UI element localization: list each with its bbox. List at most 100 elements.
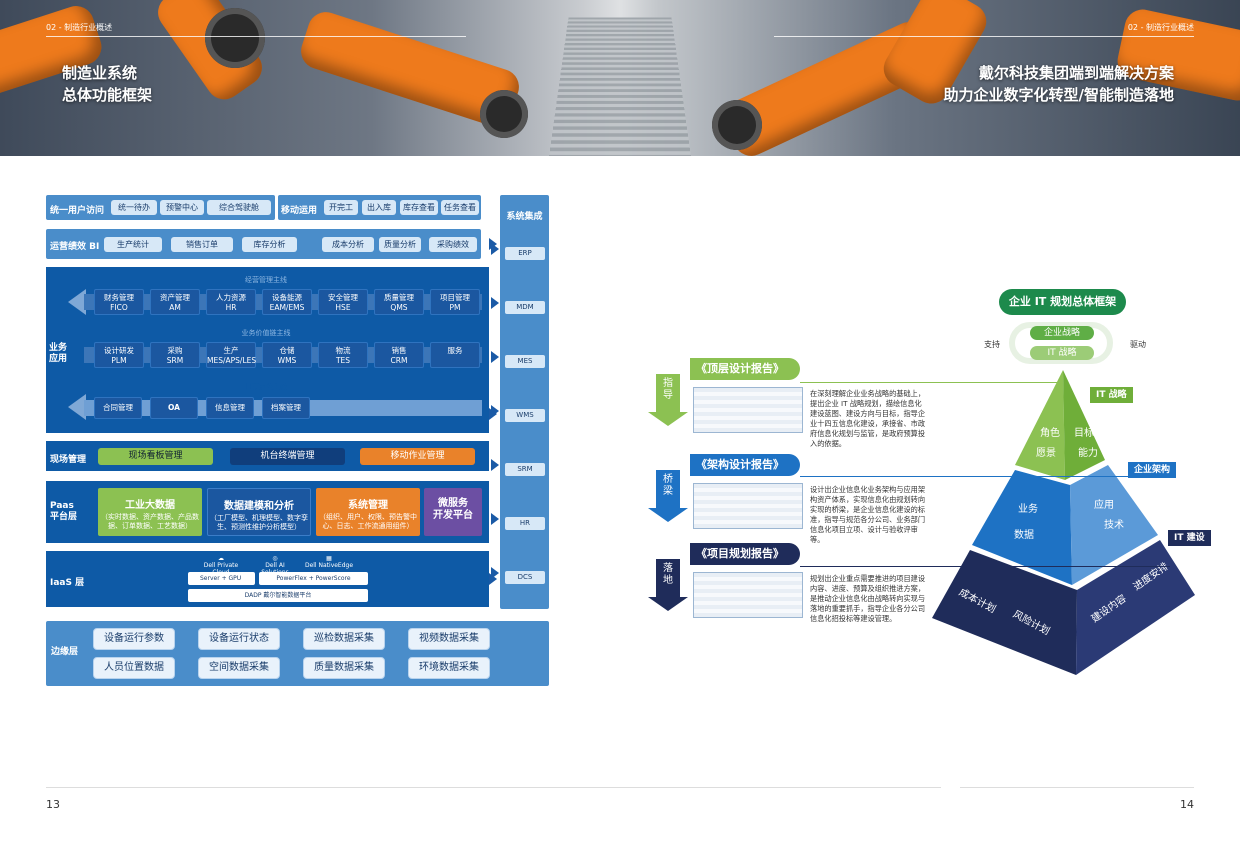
down-arrow-icon: [656, 559, 680, 599]
pyramid-top-left: [1015, 370, 1065, 480]
edge-item: 空间数据采集: [198, 657, 280, 679]
connector-arrow: [491, 567, 499, 579]
paas-modeling: 数据建模和分析 （工厂模型、机理模型、数字孪生、预测性维护分析模型）: [207, 488, 311, 536]
edge-item: 设备运行状态: [198, 628, 280, 650]
down-arrow-icon: [656, 374, 680, 414]
paas-bigdata: 工业大数据 （实时数据、资产数据、产品数据、订单数据、工艺数据）: [98, 488, 202, 536]
connector-arrow: [491, 243, 499, 255]
pyramid-word: 业务: [1018, 504, 1038, 515]
module-name: 项目管理: [440, 293, 470, 302]
right-title-line2: 助力企业数字化转型/智能制造落地: [943, 86, 1174, 104]
paas-label: Paas 平台层: [50, 501, 78, 522]
module-code: TES: [335, 356, 351, 365]
arrow-label: 桥梁: [663, 474, 673, 497]
robot-joint-image: [205, 8, 265, 68]
page-number-left: 13: [46, 798, 60, 811]
left-title-line2: 总体功能框架: [62, 86, 153, 104]
access-item: 统一待办: [111, 200, 157, 215]
edge-item: 环境数据采集: [408, 657, 490, 679]
it-strategy-label: IT 战略: [1030, 346, 1094, 360]
mobile-label: 移动运用: [281, 206, 318, 216]
pyramid-word: 数据: [1014, 530, 1034, 541]
module-info: 信息管理: [206, 397, 254, 419]
pyramid-word: 角色: [1040, 428, 1060, 439]
module-name: 财务管理: [104, 293, 134, 302]
edge-icon: ▦Dell NativeEdge: [304, 555, 354, 569]
lane-title: 经营管理主线: [245, 276, 287, 284]
sys-item: MDM: [505, 301, 545, 314]
module-code: HSE: [335, 303, 351, 312]
business-label: 业务 应用: [49, 343, 68, 364]
arrow-label: 落地: [663, 563, 673, 586]
section-tag-left: 02 - 制造行业概述: [46, 23, 113, 32]
report-screenshot-image: [693, 387, 803, 433]
pyramid-word: 目标: [1074, 428, 1094, 439]
bi-item: 采购绩效: [429, 237, 477, 252]
sys-column: [500, 195, 549, 609]
paas-sub: （组织、用户、权限、预告警中心、日志、工作流通用组件）: [319, 513, 417, 530]
module-code: PM: [449, 303, 461, 312]
section-tag-right: 02 - 制造行业概述: [1127, 23, 1194, 32]
module-name: 服务: [447, 346, 463, 355]
sys-item: ERP: [505, 247, 545, 260]
paas-title: 系统管理: [348, 500, 388, 511]
module-code: WMS: [277, 356, 297, 365]
module-name: 安全管理: [328, 293, 358, 302]
lane-title: 日常办公主线: [245, 383, 287, 391]
edge-item: 巡检数据采集: [303, 628, 385, 650]
divider: [774, 36, 1194, 37]
pyramid-graphic: [932, 370, 1195, 675]
module-name: 物流: [335, 346, 351, 355]
edge-item: 质量数据采集: [303, 657, 385, 679]
page-number-right: 14: [1180, 798, 1194, 811]
report-screenshot-image: [693, 483, 803, 529]
iaas-icon-label: Dell NativeEdge: [304, 562, 354, 569]
function-framework: 统一用户访问 统一待办 预警中心 综合驾驶舱 移动运用 开完工 出入库 库存查看…: [46, 195, 549, 615]
module-contract: 合同管理: [94, 397, 142, 419]
connector-arrow: [491, 351, 499, 363]
access-item: 预警中心: [160, 200, 204, 215]
bi-item: 生产统计: [104, 237, 162, 252]
flag-enterprise-arch: 企业架构: [1128, 462, 1177, 478]
bi-item: 库存分析: [242, 237, 297, 252]
report-text: 规划出企业重点需要推进的项目建设内容、进度、预算及组织推进方案，是推动企业信息化…: [810, 574, 926, 623]
paas-title: 数据建模和分析: [224, 501, 294, 512]
down-arrow-head-icon: [648, 597, 688, 611]
paas-title: 工业大数据: [125, 500, 175, 511]
mobile-item: 出入库: [362, 200, 396, 215]
down-arrow-head-icon: [648, 412, 688, 426]
module-archive: 档案管理: [262, 397, 310, 419]
mobile-item: 库存查看: [400, 200, 438, 215]
module-code: PLM: [111, 356, 127, 365]
module-name: 人力资源: [216, 293, 246, 302]
module-name: 设计研发: [104, 346, 134, 355]
mobile-item: 开完工: [324, 200, 358, 215]
connector-arrow: [491, 513, 499, 525]
support-label: 支持: [984, 340, 1000, 349]
divider: [46, 36, 466, 37]
report-title: 《项目规划报告》: [690, 543, 800, 565]
module-code: FICO: [110, 303, 128, 312]
header-banner: 02 - 制造行业概述 02 - 制造行业概述 制造业系统 总体功能框架 戴尔科…: [0, 0, 1240, 156]
module-name: 仓储: [279, 346, 295, 355]
pyramid-word: 技术: [1104, 520, 1124, 531]
pyramid-word: 能力: [1078, 448, 1098, 459]
robot-joint-image: [480, 90, 528, 138]
field-label: 现场管理: [50, 455, 87, 465]
bi-item: 成本分析: [322, 237, 374, 252]
module-code: AM: [169, 303, 181, 312]
report-title: 《顶层设计报告》: [690, 358, 800, 380]
field-item: 现场看板管理: [98, 448, 213, 465]
pyramid-mid-right: [1070, 465, 1158, 585]
module-code: SRM: [166, 356, 184, 365]
module-code: EAM/EMS: [269, 303, 305, 312]
